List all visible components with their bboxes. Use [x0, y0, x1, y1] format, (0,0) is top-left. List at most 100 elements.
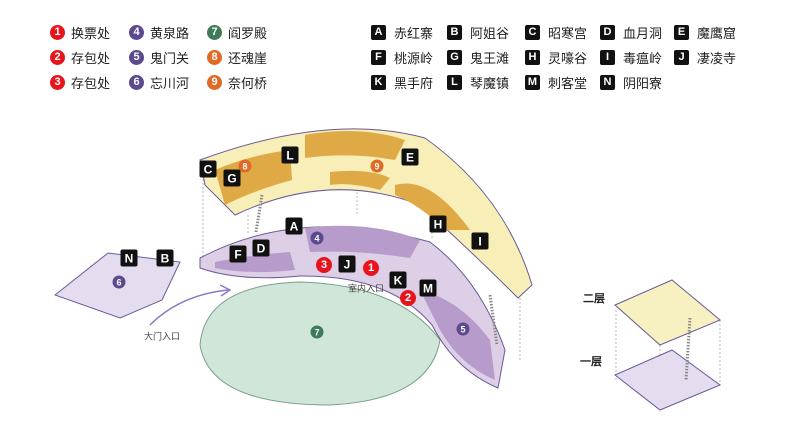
upper-floor-zone — [215, 150, 292, 205]
map-marker-1[interactable]: 1 — [363, 260, 379, 276]
legend-I: I 毒瘟岭 — [600, 48, 663, 67]
legend-9: 9 奈何桥 — [207, 73, 268, 92]
floor1-mini — [614, 349, 722, 411]
legend-label: 鬼王滩 — [470, 51, 510, 67]
map-marker-h[interactable]: H — [429, 215, 447, 233]
marker-j-icon: J — [674, 49, 689, 65]
map-marker-l[interactable]: L — [281, 146, 299, 164]
marker-4-icon: 4 — [129, 24, 144, 40]
floor1-label: 一层 — [580, 355, 602, 368]
legend-G: G 鬼王滩 — [447, 48, 510, 67]
marker-3-icon: 3 — [50, 74, 65, 90]
legend-label: 昭寒宫 — [548, 26, 588, 42]
marker-n-icon: N — [600, 74, 615, 90]
map-marker-m[interactable]: M — [419, 279, 437, 297]
legend-7: 7 阎罗殿 — [207, 23, 268, 42]
map-marker-9[interactable]: 9 — [370, 159, 384, 173]
map-marker-7[interactable]: 7 — [310, 325, 324, 339]
legend-5: 5 鬼门关 — [129, 48, 190, 67]
entrance-arrow — [149, 289, 229, 326]
map-marker-a[interactable]: A — [285, 217, 303, 235]
legend-label: 奈何桥 — [228, 76, 268, 92]
legend-label: 灵嚎谷 — [548, 51, 588, 67]
legend-B: B 阿姐谷 — [447, 23, 510, 42]
marker-k-icon: K — [371, 74, 386, 90]
legend-2: 2 存包处 — [50, 48, 111, 67]
marker-5-icon: 5 — [129, 49, 144, 65]
marker-b-icon: B — [447, 24, 462, 40]
legend-label: 忘川河 — [150, 76, 190, 92]
map-marker-j[interactable]: J — [338, 255, 356, 273]
map-marker-n[interactable]: N — [120, 249, 138, 267]
legend-label: 琴魔镇 — [470, 76, 510, 92]
stairs-icon — [684, 317, 692, 381]
marker-i-icon: I — [600, 49, 615, 65]
legend-4: 4 黄泉路 — [129, 23, 190, 42]
legend-label: 换票处 — [71, 26, 111, 42]
legend-3: 3 存包处 — [50, 73, 111, 92]
map-marker-f[interactable]: F — [229, 245, 247, 263]
legend-label: 还魂崖 — [228, 51, 268, 67]
legend-label: 桃源岭 — [394, 51, 434, 67]
legend-label: 凄凌寺 — [697, 51, 737, 67]
map-marker-d[interactable]: D — [252, 239, 270, 257]
legend-label: 刺客堂 — [548, 76, 588, 92]
map-marker-i[interactable]: I — [471, 232, 489, 250]
upper-floor-zone — [305, 131, 405, 160]
legend-label: 赤红寨 — [394, 26, 434, 42]
marker-m-icon: M — [525, 74, 540, 90]
stairs-icon — [488, 294, 499, 346]
map-marker-b[interactable]: B — [156, 249, 174, 267]
legend-label: 存包处 — [71, 51, 111, 67]
marker-c-icon: C — [525, 24, 540, 40]
map-marker-6[interactable]: 6 — [112, 275, 126, 289]
legend-J: J 凄凌寺 — [674, 48, 737, 67]
legend-label: 血月洞 — [623, 26, 663, 42]
map-marker-2[interactable]: 2 — [400, 290, 416, 306]
legend-1: 1 换票处 — [50, 23, 111, 42]
upper-floor-zone — [395, 183, 470, 230]
legend-label: 存包处 — [71, 76, 111, 92]
marker-1-icon: 1 — [50, 24, 65, 40]
map-marker-8[interactable]: 8 — [238, 159, 252, 173]
marker-7-icon: 7 — [207, 24, 222, 40]
upper-floor-zone — [330, 170, 390, 190]
map-marker-c[interactable]: C — [199, 160, 217, 178]
legend-label: 阎罗殿 — [228, 26, 268, 42]
legend-label: 黄泉路 — [150, 26, 190, 42]
marker-d-icon: D — [600, 24, 615, 40]
marker-9-icon: 9 — [207, 74, 222, 90]
main-entrance-label: 大门入口 — [143, 332, 181, 343]
marker-g-icon: G — [447, 49, 462, 65]
arrow-head-icon — [219, 284, 232, 297]
map-marker-5[interactable]: 5 — [456, 322, 470, 336]
map-marker-3[interactable]: 3 — [316, 257, 332, 273]
legend-label: 鬼门关 — [150, 51, 190, 67]
legend-K: K 黑手府 — [371, 73, 434, 92]
legend-label: 毒瘟岭 — [623, 51, 663, 67]
legend-label: 黑手府 — [394, 76, 434, 92]
legend-label: 阴阳寮 — [623, 76, 663, 92]
map-marker-e[interactable]: E — [401, 148, 419, 166]
stairs-icon — [254, 194, 264, 233]
legend-N: N 阴阳寮 — [600, 73, 663, 92]
legend-label: 阿姐谷 — [470, 26, 510, 42]
lower-floor-zone — [215, 252, 295, 273]
indoor-entrance-label: 室内入口 — [347, 284, 385, 295]
legend-D: D 血月洞 — [600, 23, 663, 42]
map-marker-k[interactable]: K — [389, 271, 407, 289]
marker-2-icon: 2 — [50, 49, 65, 65]
indoor-dome-7 — [199, 281, 441, 406]
legend-M: M 刺客堂 — [525, 73, 588, 92]
lower-floor-zone — [305, 225, 420, 258]
map-marker-g[interactable]: G — [223, 169, 241, 187]
map-marker-4[interactable]: 4 — [310, 231, 324, 245]
